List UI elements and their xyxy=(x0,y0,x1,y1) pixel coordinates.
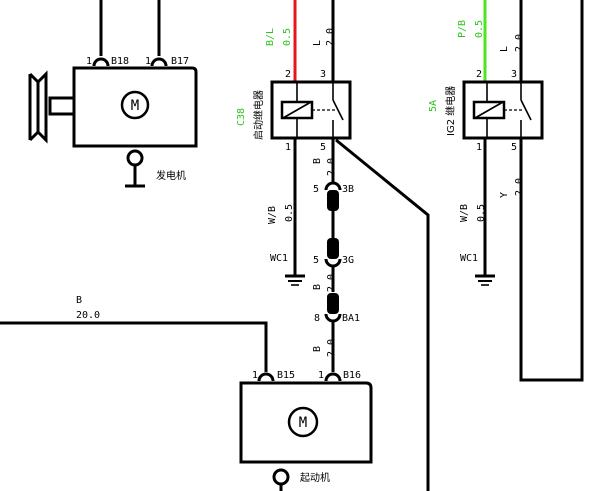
generator-motor-symbol xyxy=(120,90,150,120)
relay1-pin2: 2 xyxy=(285,69,291,80)
relay1-name: 启动继电器 xyxy=(252,90,265,140)
relay1-wire-size-05: 0.5 xyxy=(282,28,293,46)
relay2-output-loop xyxy=(519,0,584,382)
mid-wire1-color: B xyxy=(312,284,323,290)
generator-terminal-b17 xyxy=(150,57,168,67)
left-wire-size: 20.0 xyxy=(76,310,100,321)
relay1-code: C38 xyxy=(236,108,247,126)
left-battery-wire xyxy=(0,321,268,372)
starter-conn-b16: B16 xyxy=(343,370,361,381)
connector-ba1-code: BA1 xyxy=(342,313,360,324)
generator-motor-letter: M xyxy=(131,98,139,114)
relay1-pin3: 3 xyxy=(320,69,326,80)
starter-terminal-b15 xyxy=(257,372,275,382)
connector-3b-top xyxy=(324,181,342,191)
relay2-name: IG2 继电器 xyxy=(444,86,457,136)
relay2-pin5: 5 xyxy=(511,142,517,153)
relay1-feed-wire xyxy=(335,138,430,491)
relay1-wire-color-bl: B/L xyxy=(265,28,276,46)
connector-3b-pin: 5 xyxy=(313,184,319,195)
relay1-wire-size-20: 2.0 xyxy=(325,28,336,46)
generator-conn-b18: B18 xyxy=(111,56,129,67)
starter-conn-b15: B15 xyxy=(277,370,295,381)
generator-pin1-label: 1 xyxy=(86,56,92,67)
ig2-relay: P/B 0.5 L 2.0 2 3 5A IG2 继电器 1 5 W/B 0.5… xyxy=(428,0,584,382)
starter-motor: 1 B15 1 B16 M 起动机 xyxy=(239,370,373,491)
generator: 1 B18 B 1 B17 L M 发电机 xyxy=(28,0,198,188)
relay2-pin3: 3 xyxy=(511,69,517,80)
starter-ground-stud xyxy=(272,468,290,486)
connector-ba1-pin: 8 xyxy=(314,313,320,324)
relay2-wire-size-05b: 0.5 xyxy=(476,204,487,222)
relay1-wire-color-b: B xyxy=(312,158,323,164)
relay1-wire-color-wb: W/B xyxy=(267,206,278,224)
relay1-wire-size-05b: 0.5 xyxy=(284,204,295,222)
relay2-wire-color-y: Y xyxy=(499,192,510,198)
relay1-pin5: 5 xyxy=(320,142,326,153)
relay1-coil-diag xyxy=(282,101,312,119)
relay2-wire-size-05: 0.5 xyxy=(474,20,485,38)
relay2-coil-diag xyxy=(474,101,504,119)
mid-wire2-color: B xyxy=(312,346,323,352)
connector-chain: 5 3B 5 3G B 2.0 8 BA1 B 2.0 xyxy=(312,138,360,372)
mid-wire2-size: 2.0 xyxy=(326,339,337,357)
generator-ground-stud xyxy=(126,149,144,167)
left-wire-color: B xyxy=(76,295,82,306)
mid-wire1-size: 2.0 xyxy=(326,274,337,292)
relay1-ground-label: WC1 xyxy=(270,253,288,264)
generator-conn-b17: B17 xyxy=(171,56,189,67)
generator-terminal-b18 xyxy=(92,57,110,67)
relay1-pin1: 1 xyxy=(285,142,291,153)
relay2-wire-color-wb: W/B xyxy=(459,204,470,222)
relay2-pin2: 2 xyxy=(476,69,482,80)
connector-3g-body xyxy=(327,238,339,259)
connector-3b-code: 3B xyxy=(342,184,354,195)
relay1-wire-color-l: L xyxy=(312,40,323,46)
starter-name: 起动机 xyxy=(300,471,330,484)
starter-pin1a: 1 xyxy=(252,370,258,381)
relay2-switch-blade xyxy=(520,99,532,121)
relay2-wire-color-l: L xyxy=(499,46,510,52)
relay2-ground-label: WC1 xyxy=(460,253,478,264)
connector-3g-pin: 5 xyxy=(313,255,319,266)
starter-motor-letter: M xyxy=(299,415,307,431)
starter-motor-symbol xyxy=(287,406,319,438)
relay2-wire-size-20: 2.0 xyxy=(514,34,525,52)
connector-3b-body xyxy=(327,190,339,211)
generator-name: 发电机 xyxy=(156,169,186,182)
generator-pin1b-label: 1 xyxy=(145,56,151,67)
relay2-code: 5A xyxy=(428,100,439,112)
relay1-switch-blade xyxy=(332,99,344,121)
starter-terminal-b16 xyxy=(324,372,342,382)
starter-relay: B/L 0.5 L 2.0 2 3 C38 启动继电器 1 5 W/B 0.5 … xyxy=(236,0,352,286)
connector-ba1-bottom xyxy=(324,313,342,323)
generator-pulley xyxy=(28,70,48,144)
relay2-wire-color-pb: P/B xyxy=(457,20,468,38)
relay2-pin1: 1 xyxy=(476,142,482,153)
generator-shaft xyxy=(48,96,76,116)
connector-3g-code: 3G xyxy=(342,255,354,266)
connector-3g-bottom xyxy=(324,258,342,268)
starter-pin1b: 1 xyxy=(318,370,324,381)
connector-ba1-body xyxy=(327,293,339,314)
relay2-wire-size-20b: 2.0 xyxy=(514,178,525,196)
